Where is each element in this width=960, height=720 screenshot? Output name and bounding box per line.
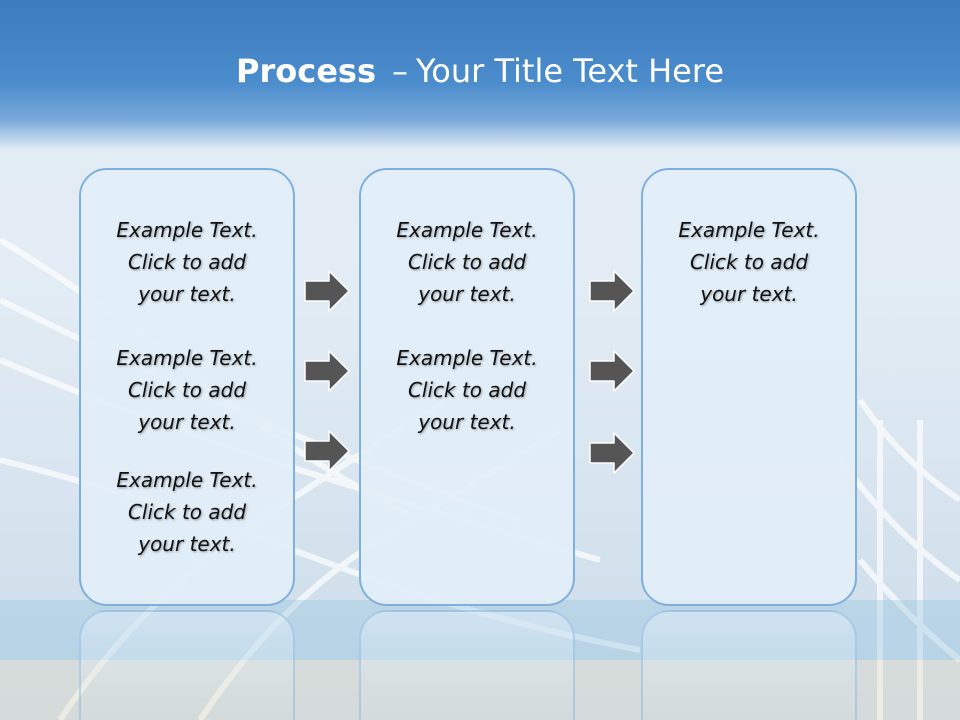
text-line: Example Text. xyxy=(116,218,258,242)
text-line: Click to add xyxy=(127,378,247,402)
text-line: your text. xyxy=(700,282,798,306)
text-line: Click to add xyxy=(127,250,247,274)
text-block[interactable]: Example Text. Click to add your text. xyxy=(81,464,293,560)
title-bar xyxy=(0,0,960,150)
right-arrow-icon[interactable] xyxy=(588,431,636,475)
title-separator: – xyxy=(391,52,408,90)
right-arrow-icon[interactable] xyxy=(588,269,636,313)
text-line: your text. xyxy=(418,410,516,434)
page-title[interactable]: Process–Your Title Text Here xyxy=(0,52,960,90)
text-line: Example Text. xyxy=(116,468,258,492)
text-line: Click to add xyxy=(407,250,527,274)
text-line: your text. xyxy=(418,282,516,306)
right-arrow-icon[interactable] xyxy=(588,349,636,393)
text-block[interactable]: Example Text. Click to add your text. xyxy=(81,214,293,310)
text-block[interactable]: Example Text. Click to add your text. xyxy=(81,342,293,438)
text-line: Example Text. xyxy=(678,218,820,242)
text-line: Example Text. xyxy=(396,218,538,242)
box-reflection xyxy=(79,610,295,720)
text-line: Click to add xyxy=(407,378,527,402)
box-reflection xyxy=(359,610,575,720)
title-bold: Process xyxy=(236,52,376,90)
text-line: Click to add xyxy=(689,250,809,274)
title-rest: Your Title Text Here xyxy=(415,52,724,90)
text-line: your text. xyxy=(138,532,236,556)
right-arrow-icon[interactable] xyxy=(303,349,351,393)
process-box-2[interactable]: Example Text. Click to add your text. Ex… xyxy=(359,168,575,606)
right-arrow-icon[interactable] xyxy=(303,429,351,473)
process-box-1[interactable]: Example Text. Click to add your text. Ex… xyxy=(79,168,295,606)
text-block[interactable]: Example Text. Click to add your text. xyxy=(361,214,573,310)
text-block[interactable]: Example Text. Click to add your text. xyxy=(361,342,573,438)
text-line: Example Text. xyxy=(396,346,538,370)
text-line: Example Text. xyxy=(116,346,258,370)
right-arrow-icon[interactable] xyxy=(303,269,351,313)
text-block[interactable]: Example Text. Click to add your text. xyxy=(643,214,855,310)
box-reflection xyxy=(641,610,857,720)
text-line: your text. xyxy=(138,282,236,306)
process-box-3[interactable]: Example Text. Click to add your text. xyxy=(641,168,857,606)
text-line: Click to add xyxy=(127,500,247,524)
text-line: your text. xyxy=(138,410,236,434)
